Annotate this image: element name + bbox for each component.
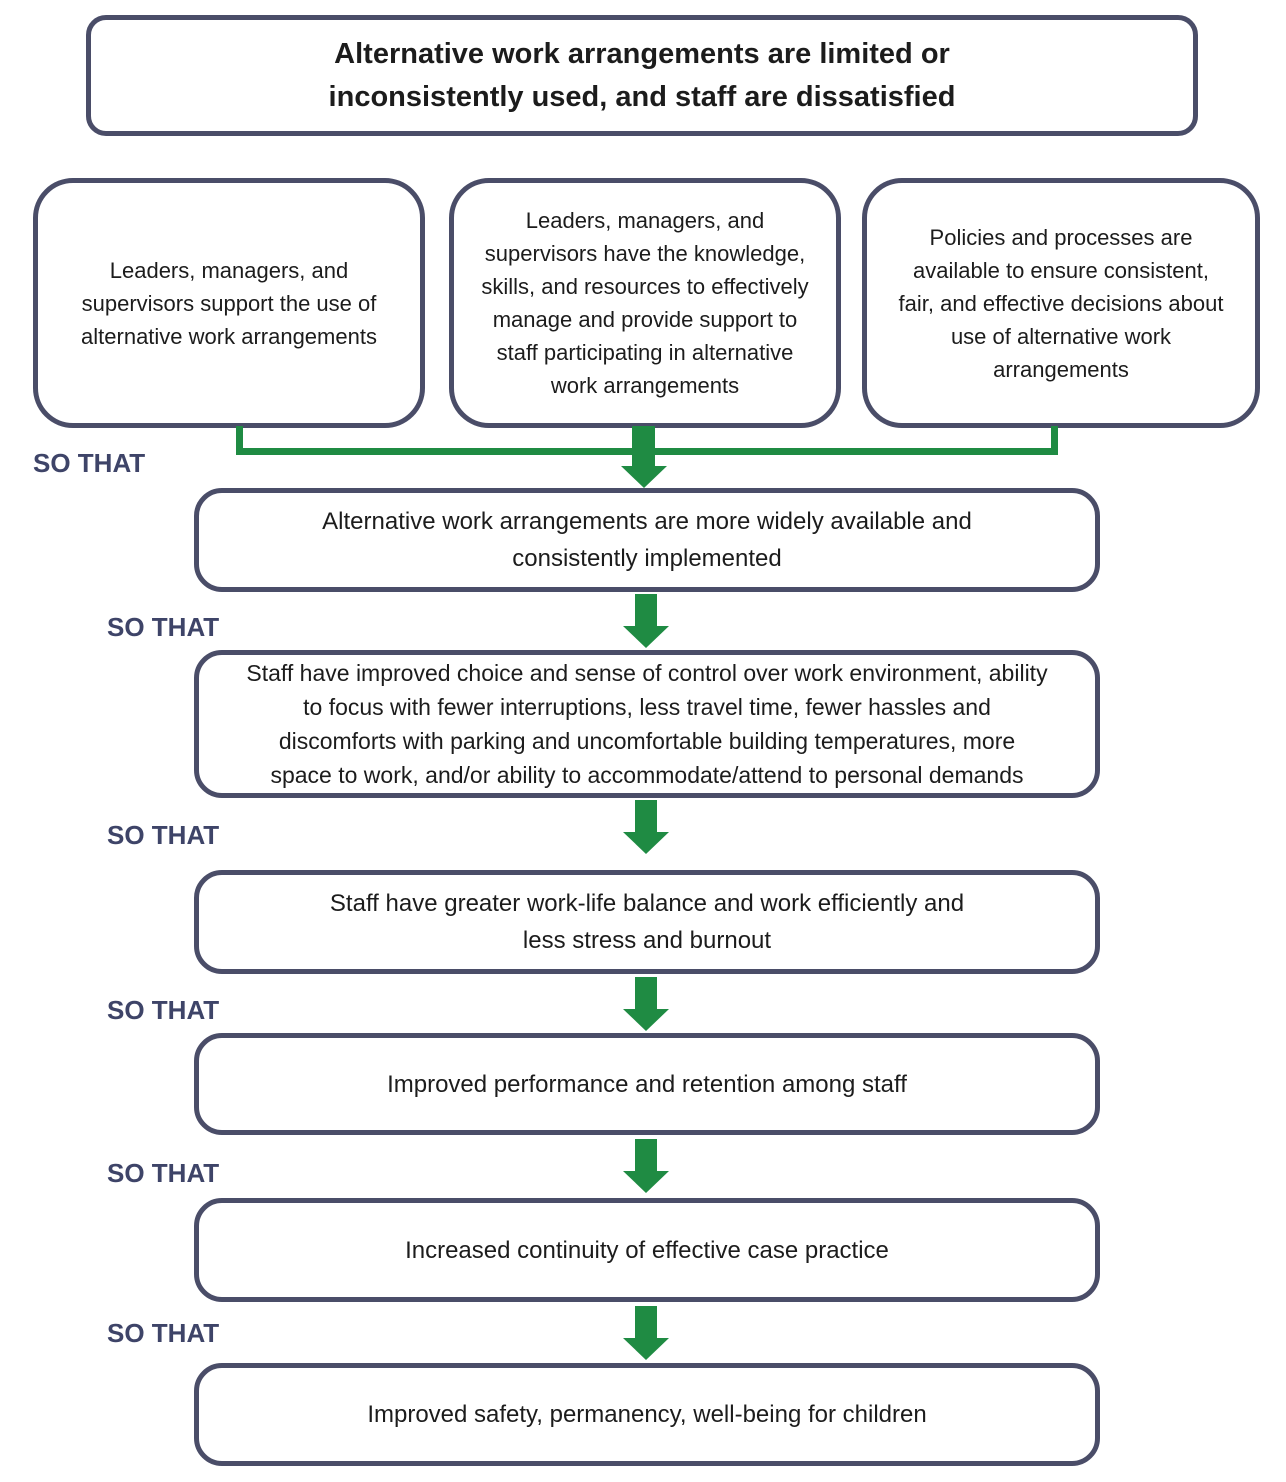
outcome-box: Improved safety, permanency, well-being … [194,1363,1100,1466]
outcome-text: Alternative work arrangements are more w… [322,508,972,572]
arrow-shaft [635,800,657,832]
factor-box: Policies and processes are available to … [862,178,1260,428]
outcome-box: Staff have greater work-life balance and… [194,870,1100,974]
down-arrow [623,1139,669,1193]
factor-text: Leaders, managers, and supervisors have … [481,208,809,398]
factor-text: Policies and processes are available to … [898,224,1224,382]
outcome-text: Staff have improved choice and sense of … [246,660,1048,788]
arrow-shaft [635,594,657,626]
so-that-label: SO THAT [107,1318,220,1348]
connector-stub-right [1051,426,1058,455]
so-that-label: SO THAT [33,448,146,478]
merge-arrow-head [621,466,667,488]
outcome-text: Improved safety, permanency, well-being … [367,1401,927,1428]
arrow-shaft [635,1139,657,1171]
arrow-head [623,1171,669,1193]
merge-arrow-shaft [632,426,655,466]
connector-stub-left [236,426,243,455]
outcome-text: Increased continuity of effective case p… [405,1236,889,1264]
so-that-label: SO THAT [107,1158,220,1188]
factor-box: Leaders, managers, and supervisors suppo… [33,178,425,428]
outcome-box: Staff have improved choice and sense of … [194,650,1100,798]
down-arrow [623,977,669,1031]
outcome-box: Improved performance and retention among… [194,1033,1100,1135]
arrow-shaft [635,977,657,1009]
arrow-head [623,1009,669,1031]
so-that-label: SO THAT [107,820,220,850]
arrow-head [623,832,669,854]
so-that-label: SO THAT [107,612,220,642]
down-arrow [623,594,669,648]
outcome-box: Increased continuity of effective case p… [194,1198,1100,1302]
outcome-text: Staff have greater work-life balance and… [329,890,965,954]
so-that-label: SO THAT [107,995,220,1025]
factor-text: Leaders, managers, and supervisors suppo… [81,257,377,349]
factor-box: Leaders, managers, and supervisors have … [449,178,841,428]
arrow-head [623,1338,669,1360]
down-arrow [623,800,669,854]
down-arrow [623,1306,669,1360]
problem-statement-text: Alternative work arrangements are limite… [328,37,956,113]
outcome-box: Alternative work arrangements are more w… [194,488,1100,592]
arrow-shaft [635,1306,657,1338]
problem-statement-box: Alternative work arrangements are limite… [86,15,1198,136]
outcome-text: Improved performance and retention among… [387,1070,907,1098]
arrow-head [623,626,669,648]
